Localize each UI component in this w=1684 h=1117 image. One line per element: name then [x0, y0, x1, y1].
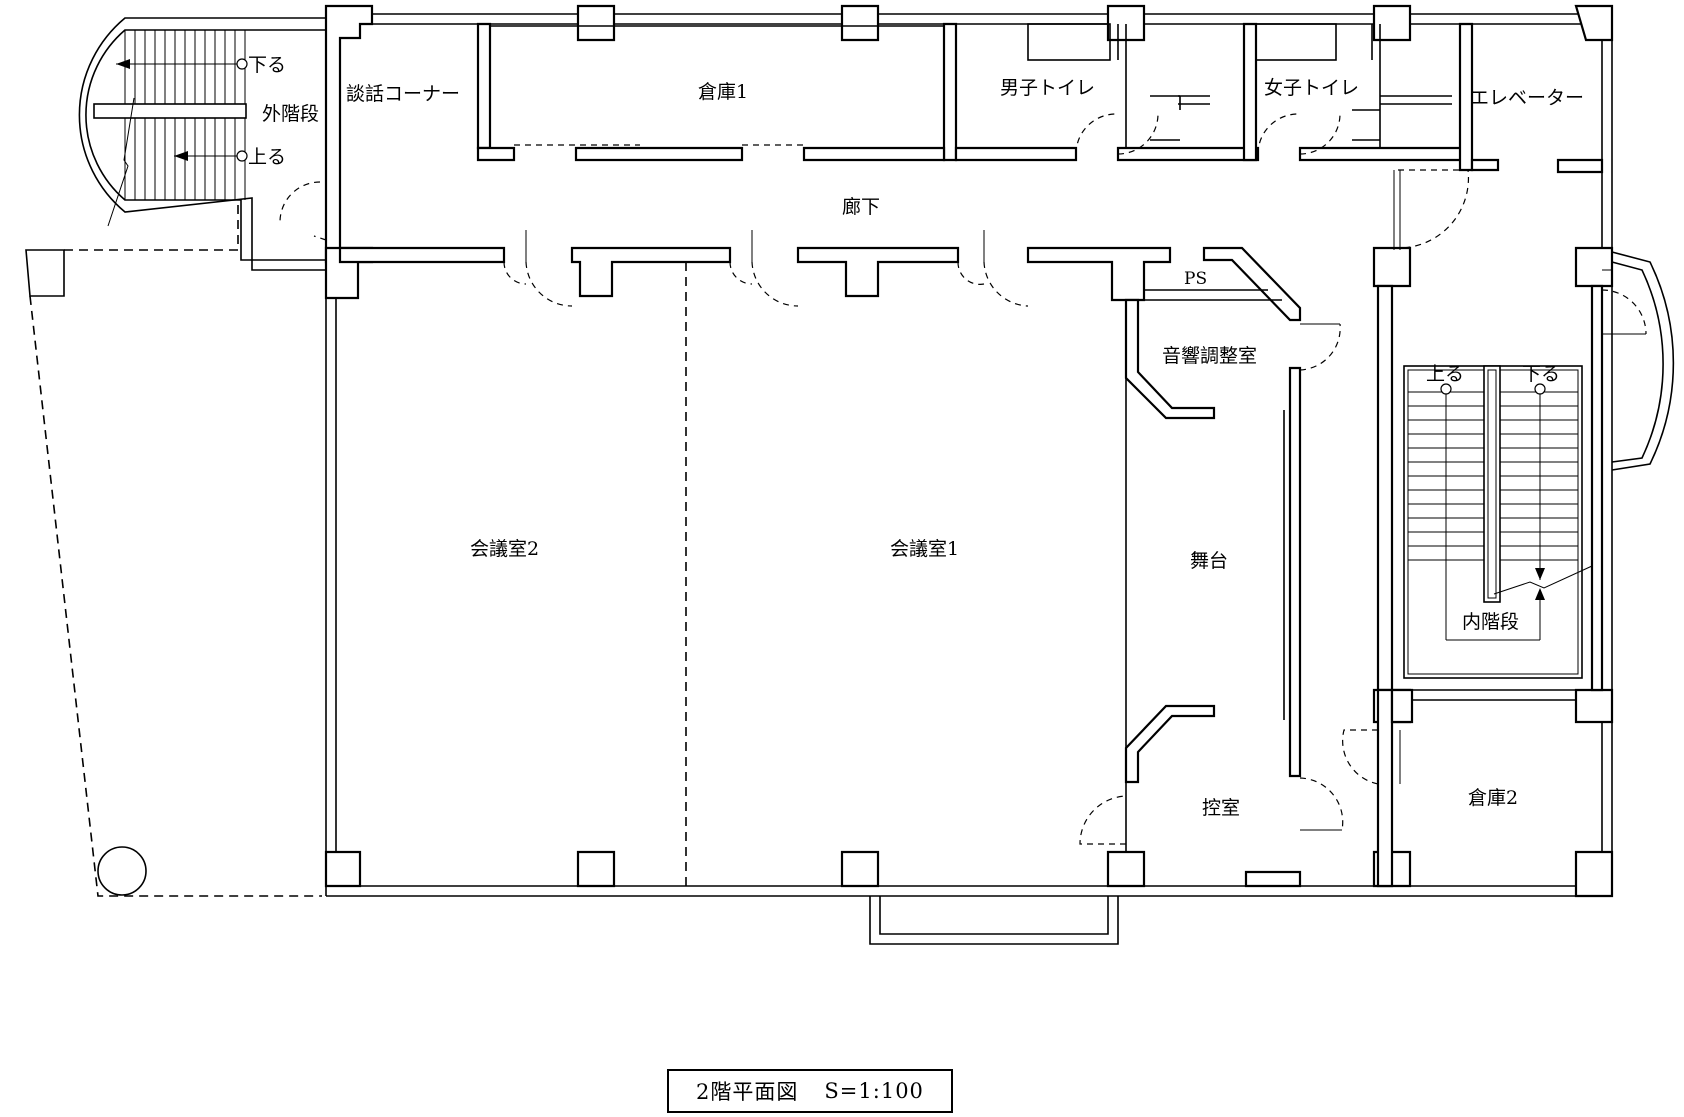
drawing-title-text: 2階平面図 — [696, 1080, 799, 1104]
label-outer-up: 上る — [248, 146, 286, 168]
corridor-walls — [279, 169, 1470, 307]
label-outer-stairs: 外階段 — [262, 103, 319, 125]
label-elevator: エレベーター — [1470, 87, 1584, 109]
label-corridor: 廊下 — [842, 196, 880, 218]
label-waiting-room: 控室 — [1202, 797, 1240, 819]
storage2-block — [1342, 688, 1576, 888]
label-sound-room: 音響調整室 — [1162, 345, 1257, 367]
label-ps: PS — [1184, 269, 1207, 289]
inner-stair-structure — [1376, 251, 1675, 692]
label-inner-down: 下る — [1522, 363, 1560, 385]
label-meeting1: 会議室1 — [890, 538, 959, 560]
label-mens-toilet: 男子トイレ — [1000, 77, 1095, 99]
label-storage1: 倉庫1 — [698, 81, 748, 103]
label-storage2: 倉庫2 — [1468, 787, 1518, 809]
label-inner-stairs: 内階段 — [1462, 611, 1519, 633]
label-inner-up: 上る — [1426, 363, 1464, 385]
meeting-rooms — [685, 262, 1127, 886]
label-womens-toilet: 女子トイレ — [1264, 77, 1359, 99]
outer-stair-structure — [78, 17, 328, 271]
outer-walls — [325, 13, 1613, 897]
room-labels: 談話コーナー 倉庫1 男子トイレ 女子トイレ エレベーター 廊下 PS 音響調整… — [248, 54, 1584, 819]
north-rooms — [476, 22, 1604, 174]
terrace-outline — [25, 200, 322, 897]
stage-block — [1079, 246, 1344, 888]
columns — [324, 4, 1614, 898]
drawing-scale: S=1:100 — [824, 1079, 924, 1103]
label-meeting2: 会議室2 — [470, 538, 539, 560]
label-outer-down: 下る — [248, 54, 286, 76]
label-stage: 舞台 — [1190, 550, 1228, 572]
south-bay — [869, 896, 1119, 945]
label-talk-corner: 談話コーナー — [346, 83, 460, 105]
drawing-title: 2階平面図 S=1:100 — [667, 1069, 953, 1113]
